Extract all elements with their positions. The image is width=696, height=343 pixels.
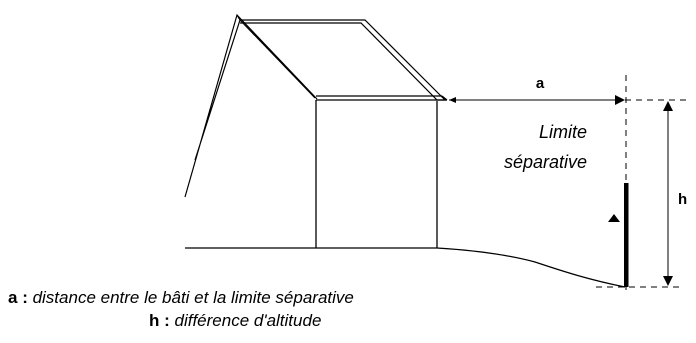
house: [184, 13, 448, 248]
legend-separator: :: [159, 311, 175, 330]
legend-separator: :: [17, 288, 33, 307]
boundary-label-line1: Limite: [539, 122, 587, 142]
boundary-post: [624, 183, 629, 287]
dimension-a-tail: [449, 97, 456, 103]
legend-item-h: h : différence d'altitude: [149, 310, 321, 332]
legend-key: h: [149, 311, 160, 330]
ground-line: [185, 247, 626, 288]
house-roof: [184, 13, 318, 198]
boundary-small-arrow: [608, 214, 620, 222]
house-eave: [316, 95, 448, 101]
boundary-label-line2: séparative: [504, 152, 587, 172]
legend-description: distance entre le bâti et la limite sépa…: [32, 288, 354, 307]
legend-item-a: a : distance entre le bâti et la limite …: [8, 287, 354, 309]
dimension-a-label: a: [536, 75, 545, 92]
house-roof-ridge: [236, 14, 447, 101]
legend-description: différence d'altitude: [174, 311, 322, 330]
legend-key: a: [8, 288, 18, 307]
dimension-h-label: h: [678, 191, 687, 208]
